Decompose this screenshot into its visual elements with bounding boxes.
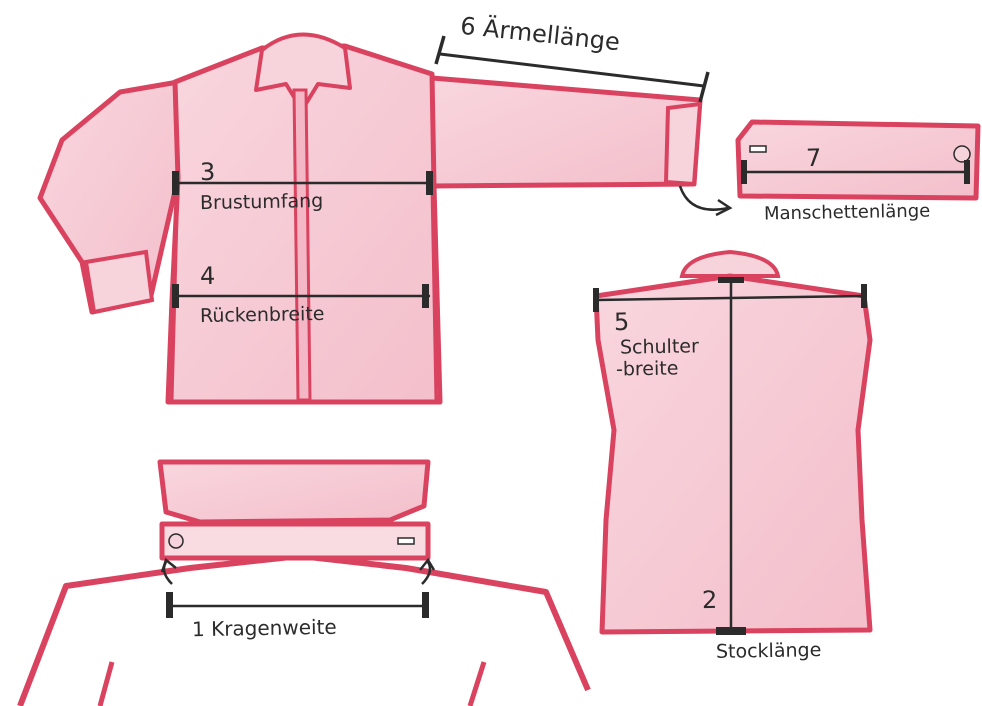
label-2-number: 2 xyxy=(702,588,718,612)
measure-line-1 xyxy=(166,592,429,618)
back-collar xyxy=(682,252,778,276)
label-rueckenbreite: Rückenbreite xyxy=(200,305,325,326)
collar-detail-drawing xyxy=(20,462,588,706)
label-schulter: Schulter xyxy=(620,337,699,357)
right-cuff xyxy=(666,104,700,184)
shirt-back-drawing xyxy=(596,252,870,632)
label-brustumfang: Brustumfang xyxy=(200,192,324,213)
label-3-number: 3 xyxy=(200,160,216,184)
collar-band xyxy=(162,524,428,558)
right-sleeve xyxy=(432,78,700,186)
cuff-arrow xyxy=(680,186,728,210)
left-cuff xyxy=(86,252,152,312)
label-manschettenlaenge: Manschettenlänge xyxy=(764,203,931,224)
buttonhole-icon xyxy=(750,146,766,152)
label-breite: -breite xyxy=(616,359,679,379)
placket xyxy=(294,90,310,400)
label-7-number: 7 xyxy=(806,146,822,170)
button-icon xyxy=(954,146,970,162)
collar-button-icon xyxy=(169,534,183,548)
label-5-number: 5 xyxy=(614,310,630,334)
collar-flap xyxy=(160,462,428,522)
cuff-band xyxy=(738,122,978,198)
shirt-body-back xyxy=(596,276,870,632)
label-4-number: 4 xyxy=(200,264,216,288)
label-stocklaenge: Stocklänge xyxy=(716,641,822,662)
label-1-kragenweite: 1 Kragenweite xyxy=(192,617,337,640)
collar-buttonhole-icon xyxy=(398,538,414,544)
cuff-detail-drawing xyxy=(738,122,978,198)
